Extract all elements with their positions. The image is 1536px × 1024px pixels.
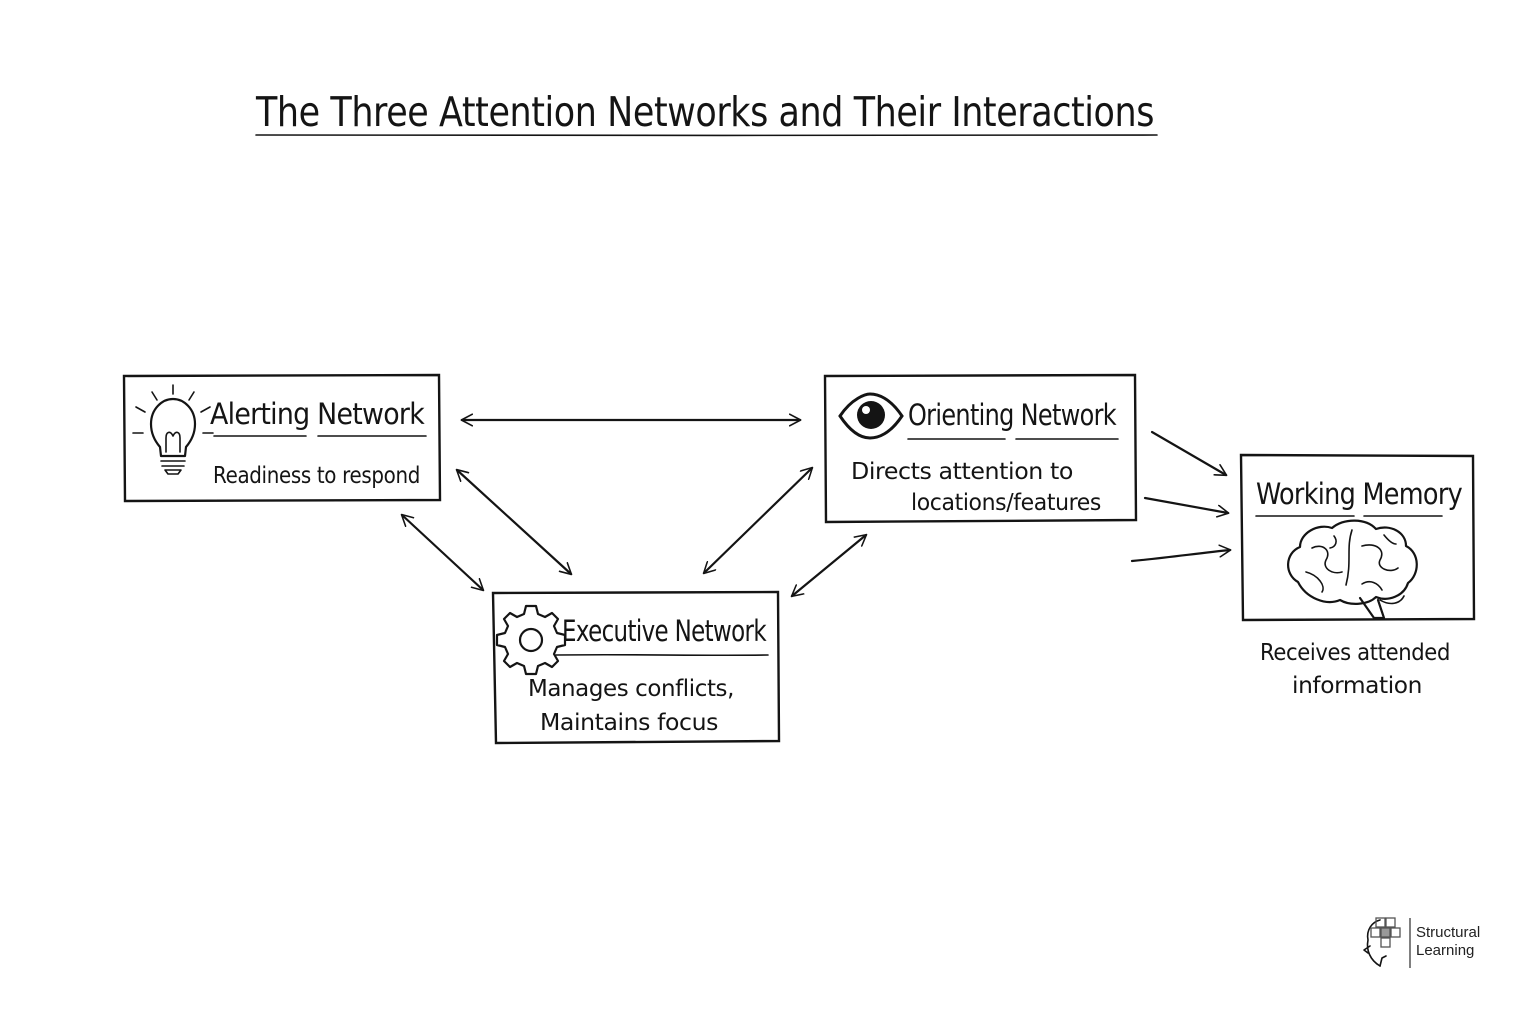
edge-orienting-executive-inner (704, 468, 812, 573)
orienting-box (823, 373, 1138, 524)
memory-caption-line2: information (1292, 673, 1422, 699)
edges (402, 420, 1230, 596)
edge-orienting-executive-outer (792, 535, 866, 596)
node-alerting-network: Alerting Network Readiness to respond (122, 373, 442, 503)
lightbulb-icon (132, 384, 214, 475)
edge-alerting-executive-inner (457, 470, 571, 574)
executive-description-line2: Maintains focus (540, 710, 718, 736)
brand-logo: Structural Learning (1363, 917, 1480, 968)
diagram-title: The Three Attention Networks and Their I… (255, 88, 1158, 137)
alerting-box (122, 373, 442, 503)
gear-icon (495, 604, 567, 676)
edge-orienting-memory-2 (1143, 496, 1228, 513)
executive-box (491, 590, 781, 745)
diagram-title-text: The Three Attention Networks and Their I… (255, 88, 1154, 136)
orienting-description-line2: locations/features (911, 490, 1101, 516)
brain-icon (1287, 519, 1418, 620)
alerting-heading: Alerting Network (210, 397, 425, 431)
eye-icon (838, 392, 904, 440)
memory-heading: Working Memory (1256, 477, 1463, 511)
edge-orienting-memory-1 (1150, 430, 1226, 475)
brand-line1: Structural (1416, 924, 1480, 941)
brand-line2: Learning (1416, 942, 1474, 959)
memory-caption-line1: Receives attended (1260, 640, 1450, 666)
alerting-description: Readiness to respond (213, 463, 420, 489)
node-executive-network: Executive Network Manages conflicts, Mai… (491, 590, 781, 745)
orienting-description-line1: Directs attention to (851, 459, 1073, 485)
memory-box (1239, 453, 1476, 622)
title-underline (255, 133, 1158, 137)
edge-alerting-executive-outer (402, 515, 483, 590)
orienting-heading: Orienting Network (908, 398, 1117, 432)
structural-learning-logo-icon (1363, 917, 1401, 967)
edge-orienting-memory-3 (1130, 550, 1230, 563)
executive-heading: Executive Network (562, 614, 767, 648)
executive-description-line1: Manages conflicts, (528, 676, 734, 702)
node-working-memory: Working Memory Receives attended informa… (1239, 453, 1476, 699)
node-orienting-network: Orienting Network Directs attention to l… (823, 373, 1138, 524)
executive-heading-underline (555, 653, 769, 657)
